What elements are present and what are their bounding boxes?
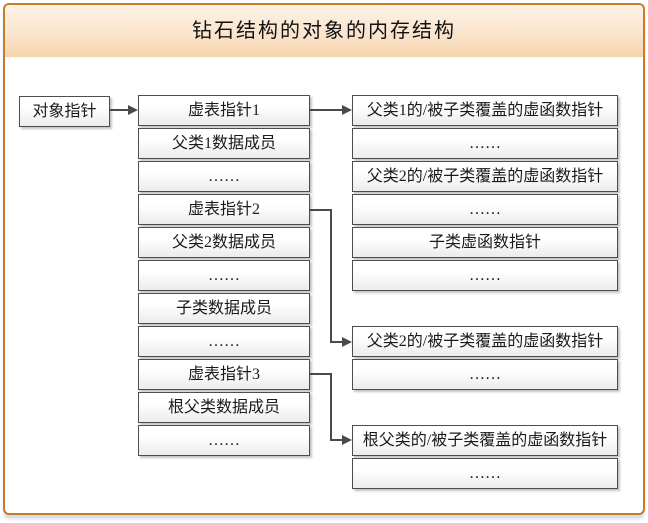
object-layout-row-root-data: 根父类数据成员 [138,392,310,423]
diagram-title: 钻石结构的对象的内存结构 [192,20,456,42]
connector-line [309,209,332,211]
object-layout-row-ellipsis: …… [138,326,310,357]
object-layout-row-ellipsis: …… [138,425,310,456]
connector-line [330,341,343,343]
vtable-root-row-overridden: 根父类的/被子类覆盖的虚函数指针 [352,425,618,456]
object-layout-row-ellipsis: …… [138,260,310,291]
connector-line [330,373,332,441]
vtable-parent1-row-ellipsis: …… [352,194,618,225]
object-layout-row-ellipsis: …… [138,161,310,192]
arrowhead-icon [342,105,352,115]
object-layout-row-vptr1: 虚表指针1 [138,95,310,126]
vtable-root-row-ellipsis: …… [352,458,618,489]
vtable-parent1-row-child-vfunc: 子类虚函数指针 [352,227,618,258]
vtable-parent1-row-overridden2: 父类2的/被子类覆盖的虚函数指针 [352,161,618,192]
vtable-parent1-row-ellipsis: …… [352,260,618,291]
object-layout-row-vptr2: 虚表指针2 [138,194,310,225]
connector-line [330,439,343,441]
object-layout-row-parent2-data: 父类2数据成员 [138,227,310,258]
arrowhead-icon [342,337,352,347]
connector-line [330,209,332,343]
connector-line [310,109,343,111]
connector-line [309,373,332,375]
arrowhead-icon [128,105,138,115]
vtable-parent2-row-overridden: 父类2的/被子类覆盖的虚函数指针 [352,326,618,357]
diagram-header [5,5,643,57]
object-layout-row-vptr3: 虚表指针3 [138,359,310,390]
object-pointer-box: 对象指针 [19,96,110,127]
object-layout-row-parent1-data: 父类1数据成员 [138,128,310,159]
vtable-parent1-row-overridden1: 父类1的/被子类覆盖的虚函数指针 [352,95,618,126]
arrowhead-icon [342,435,352,445]
object-layout-row-child-data: 子类数据成员 [138,293,310,324]
vtable-parent1-row-ellipsis: …… [352,128,618,159]
vtable-parent2-row-ellipsis: …… [352,359,618,390]
connector-line [110,109,129,111]
